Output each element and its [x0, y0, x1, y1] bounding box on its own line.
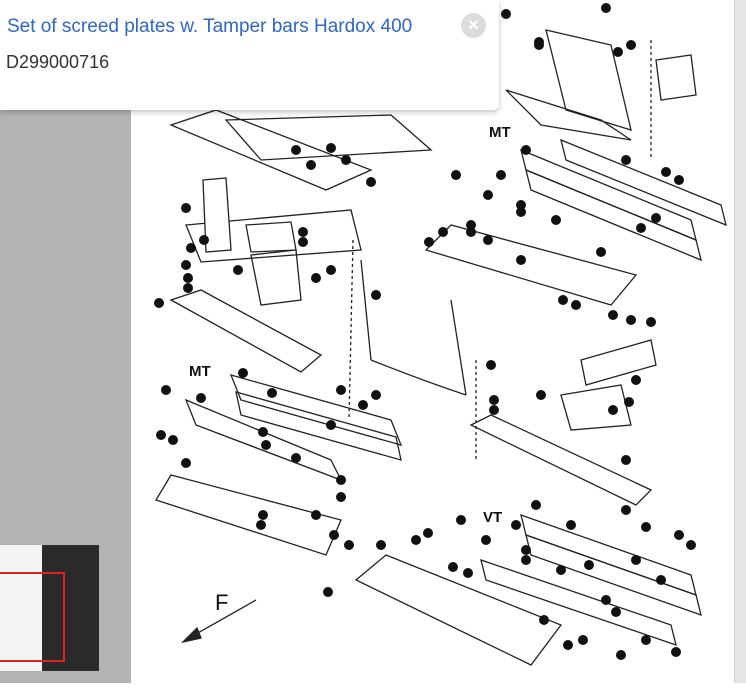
minimap-sheet — [0, 545, 42, 671]
drawing-minimap[interactable] — [0, 545, 99, 671]
vertical-scrollbar[interactable] — [734, 0, 746, 683]
part-title[interactable]: Set of screed plates w. Tamper bars Hard… — [7, 16, 413, 37]
close-icon[interactable]: × — [461, 13, 486, 38]
direction-f-label: F — [215, 590, 228, 615]
minimap-viewport-frame[interactable] — [0, 572, 65, 662]
mt-upper-label: MT — [489, 124, 511, 141]
vt-label: VT — [483, 509, 502, 526]
parts-diagram: MT MT VT F — [154, 3, 727, 666]
part-number: D299000716 — [6, 52, 110, 72]
mt-left-label: MT — [189, 363, 211, 380]
part-info-popup: Set of screed plates w. Tamper bars Hard… — [0, 0, 499, 110]
exploded-parts-drawing[interactable]: MT MT VT F — [131, 0, 734, 683]
